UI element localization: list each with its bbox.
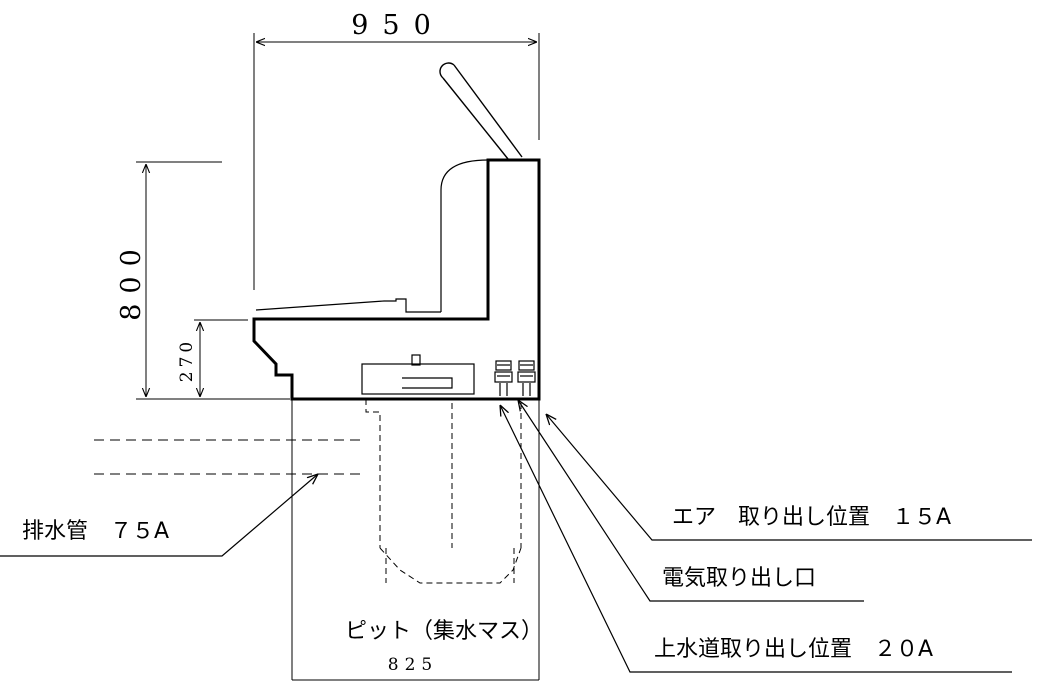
drain-pipe-label: 排水管 ７５A [22, 519, 169, 544]
water-supply-label: 上水道取り出し位置 ２０A [654, 637, 933, 662]
pit-label: ピット（集水マス） [345, 619, 543, 644]
counter-surface [255, 298, 441, 313]
pit-width-label: 825 [388, 655, 438, 675]
drain-trap-box [361, 363, 475, 395]
pit-inner-structure [365, 399, 522, 584]
width-dimension-label: 950 [351, 10, 445, 41]
air-outlet-label: エア 取り出し位置 １５A [672, 505, 951, 530]
drain-leader [0, 474, 318, 557]
drain-pipe [94, 439, 366, 475]
electric-leader [518, 400, 864, 602]
width-dimension [253, 33, 540, 290]
valve-left [494, 360, 513, 396]
height-dimension-label: 800 [116, 239, 147, 321]
electric-outlet-label: 電気取り出し口 [662, 566, 816, 591]
bowl-height-dimension [194, 319, 248, 397]
pit [291, 399, 540, 681]
air-leader [546, 414, 1032, 541]
faucet-handle [439, 62, 523, 160]
drain-trap-stem [411, 354, 421, 366]
bowl-height-dimension-label: 270 [177, 338, 197, 382]
water-leader [500, 405, 1012, 673]
height-dimension [136, 161, 290, 400]
drain-trap-detail [402, 377, 453, 389]
fixture-body [252, 62, 541, 401]
backsplash-curve [440, 159, 489, 312]
leaders [0, 400, 1032, 673]
valve-right [517, 360, 536, 396]
